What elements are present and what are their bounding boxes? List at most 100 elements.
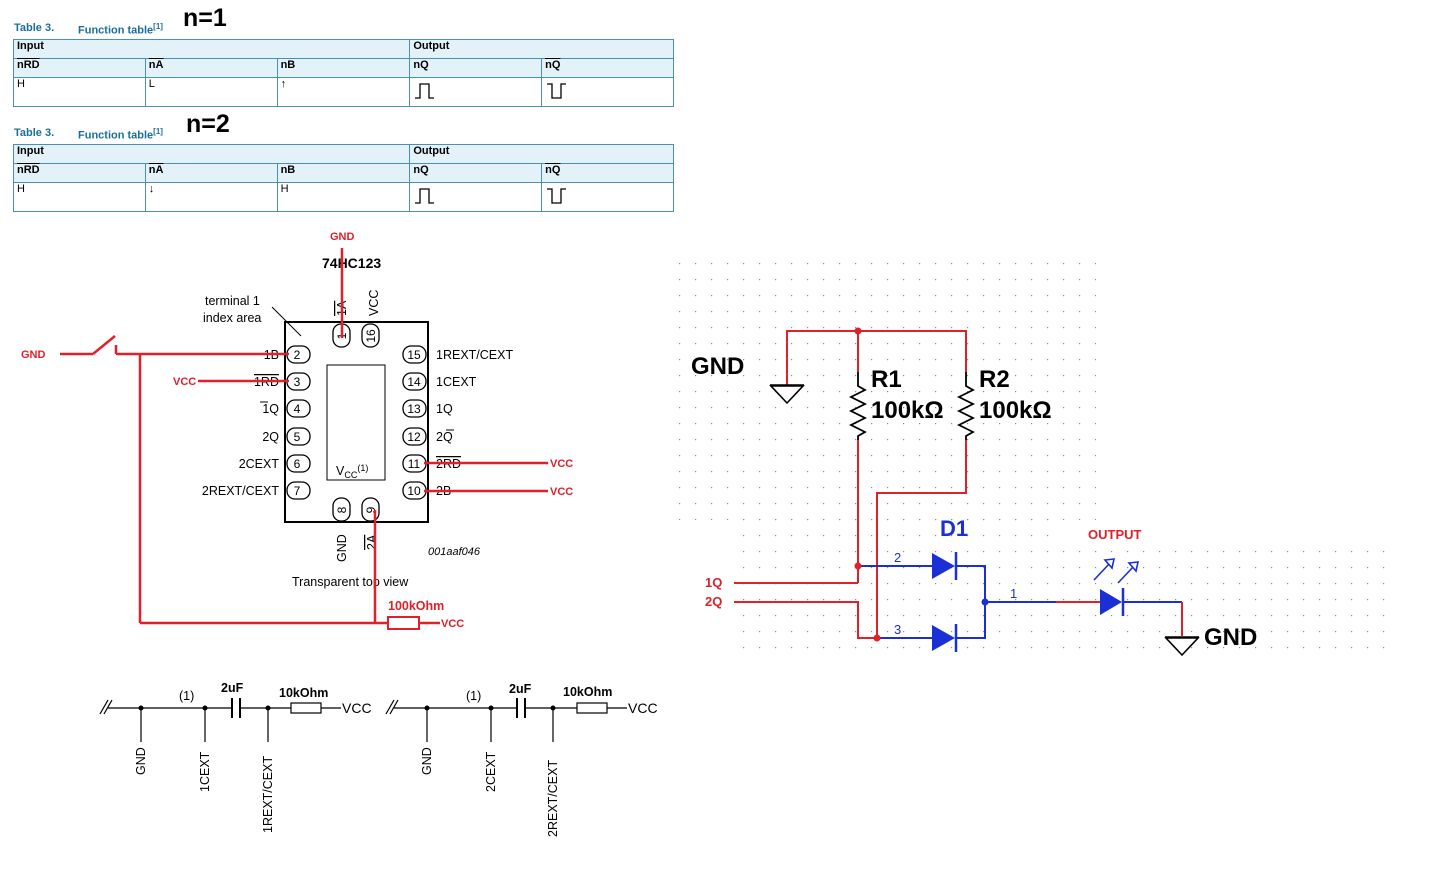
- resistor-r2-icon: [956, 372, 976, 440]
- table2-number: Table 3.: [14, 127, 55, 139]
- pin-4-num: 4: [294, 402, 301, 416]
- pin-5-name: 2Q: [262, 430, 279, 444]
- timing1-cap: 2uF: [221, 681, 244, 695]
- pin-4-name: 1Q: [262, 402, 279, 416]
- right-pins: 15 14 13 12 11 10 1REXT/CEXT 1CEXT 1Q 2Q…: [402, 345, 513, 500]
- col-nq-bar: nQ: [541, 163, 674, 183]
- pin-15-num: 15: [407, 348, 421, 362]
- pin-5-num: 5: [294, 430, 301, 444]
- index-label-1: terminal 1: [205, 294, 260, 308]
- pin-2-num: 2: [294, 348, 301, 362]
- input-1q-label: 1Q: [705, 575, 722, 590]
- cell-nb: H: [276, 182, 411, 212]
- pin-16-num: 16: [364, 329, 378, 343]
- diode-or-schematic: GND R1 100kΩ R2 100kΩ D1 2 3 1 1Q 2Q OUT…: [691, 327, 1257, 657]
- timing1-cext: 1CEXT: [198, 751, 212, 792]
- pin-12-name: 2Q: [436, 430, 453, 444]
- pin-9-name: 2A: [365, 534, 379, 550]
- table2-n-label: n=2: [186, 110, 230, 138]
- grid-area-top: [676, 255, 1096, 520]
- gnd-top-label: GND: [330, 231, 355, 243]
- timing1-gnd: GND: [134, 747, 148, 775]
- table1-title: Function table[1]: [78, 22, 163, 37]
- resistor-r1-icon: [848, 372, 868, 440]
- timing1-rext: 1REXT/CEXT: [261, 756, 275, 833]
- pin-8-name: GND: [335, 534, 349, 562]
- cell-nb: ↑: [276, 77, 411, 107]
- chip-code: 001aaf046: [428, 546, 481, 558]
- timing2-note: (1): [466, 689, 481, 703]
- chip-name: 74HC123: [322, 255, 381, 271]
- col-na: nA: [144, 58, 278, 78]
- pin-6-num: 6: [294, 457, 301, 471]
- pin-9-num: 9: [364, 506, 378, 513]
- pin-15-name: 1REXT/CEXT: [436, 348, 513, 362]
- input-group-header: Input: [12, 144, 411, 164]
- pullup-resistor: [387, 616, 420, 630]
- timing2-rext: 2REXT/CEXT: [546, 760, 560, 837]
- node-3-label: 3: [894, 622, 901, 637]
- timing-network-2: (1) 2uF 10kOhm VCC GND 2CEXT 2REXT/CEXT: [385, 682, 658, 837]
- gnd-switch-label: GND: [21, 349, 46, 361]
- cell-nrd: H: [13, 77, 146, 107]
- pin-7-name: 2REXT/CEXT: [202, 484, 279, 498]
- cell-nq: [409, 77, 543, 107]
- chip-74hc123: terminal 1 index area 74HC123 VCC(1) Tra…: [202, 255, 514, 589]
- col-nq-bar: nQ: [541, 58, 674, 78]
- table2-title: Function table[1]: [78, 127, 163, 142]
- input-group-header: Input: [12, 39, 411, 59]
- timing1-vcc: VCC: [342, 700, 372, 716]
- timing2-res: 10kOhm: [563, 685, 612, 699]
- chip-wiring: [60, 248, 548, 625]
- pin-13-name: 1Q: [436, 402, 453, 416]
- output-group-header: Output: [409, 39, 674, 59]
- col-nrd: nRD: [13, 163, 146, 183]
- timing-network-1: (1) 2uF 10kOhm VCC GND 1CEXT 1REXT/CEXT: [99, 681, 372, 833]
- timing1-note: (1): [179, 689, 194, 703]
- cell-na: ↓: [144, 182, 278, 212]
- r2-value: 100kΩ: [979, 397, 1052, 424]
- gnd-right-label: GND: [1204, 624, 1257, 651]
- pin-3-num: 3: [294, 375, 301, 389]
- index-label-2: index area: [203, 311, 261, 325]
- node-1-label: 1: [1010, 586, 1017, 601]
- pulse-low-icon: [547, 83, 567, 99]
- timing1-res: 10kOhm: [279, 686, 328, 700]
- ground-icon: [1164, 636, 1200, 657]
- r1-value: 100kΩ: [871, 397, 944, 424]
- timing2-cext: 2CEXT: [484, 751, 498, 792]
- r2-name: R2: [979, 366, 1010, 393]
- cell-nq-bar: [541, 77, 674, 107]
- col-nb: nB: [276, 58, 411, 78]
- pin-13-num: 13: [407, 402, 421, 416]
- pulse-high-icon: [415, 83, 435, 99]
- pin-12-num: 12: [407, 430, 421, 444]
- pulse-high-icon: [415, 188, 435, 204]
- cell-nq: [409, 182, 543, 212]
- gnd-left-label: GND: [691, 353, 744, 380]
- vcc-pin10-label: VCC: [550, 486, 573, 498]
- diode-d1-b-icon: [932, 624, 958, 652]
- vcc-pin11-label: VCC: [550, 458, 573, 470]
- left-pins: 2 3 4 5 6 7 1B 1RD 1Q 2Q 2CEXT 2REXT/CEX…: [202, 345, 311, 500]
- table1-n-label: n=1: [183, 4, 227, 32]
- timing2-vcc: VCC: [628, 700, 658, 716]
- input-2q-label: 2Q: [705, 594, 722, 609]
- pin-6-name: 2CEXT: [239, 457, 280, 471]
- index-pointer: [271, 306, 302, 337]
- pulse-low-icon: [547, 188, 567, 204]
- pin-10-num: 10: [407, 484, 421, 498]
- pin-14-name: 1CEXT: [436, 375, 477, 389]
- vcc-pin3-label: VCC: [173, 376, 196, 388]
- vcc-res-label: VCC: [441, 618, 464, 630]
- timing2-cap: 2uF: [509, 682, 532, 696]
- function-table-1: Input Output nRD nA nB nQ nQ H L ↑: [12, 39, 674, 107]
- view-label: Transparent top view: [292, 575, 409, 589]
- col-na: nA: [144, 163, 278, 183]
- cell-na: L: [144, 77, 278, 107]
- d1-label: D1: [940, 516, 968, 541]
- pin-16-name: VCC: [367, 290, 381, 316]
- pin-7-num: 7: [294, 484, 301, 498]
- node-2-label: 2: [894, 550, 901, 565]
